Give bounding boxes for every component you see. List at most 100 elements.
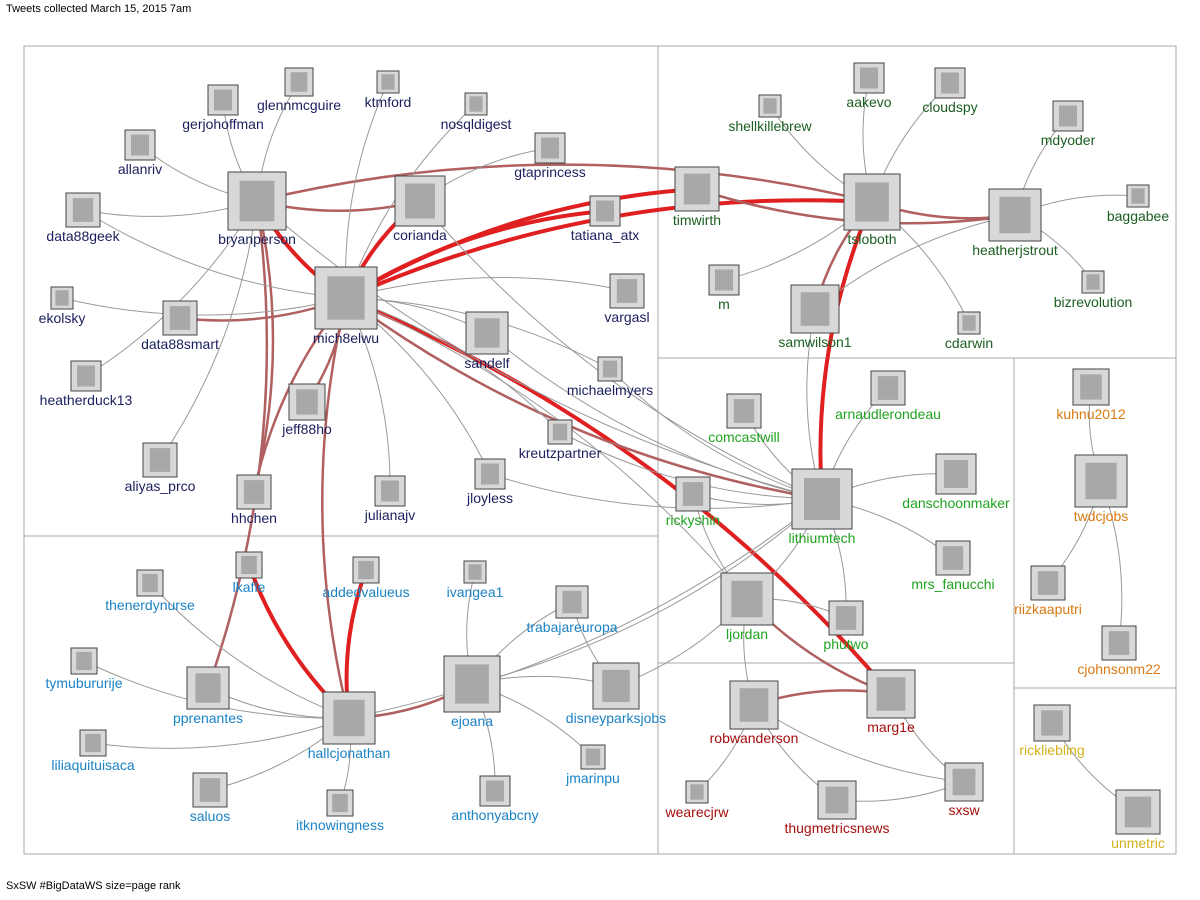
node-aakevo[interactable]: aakevo [846,62,892,110]
node-label: ejoana [451,713,493,729]
node-timwirth[interactable]: timwirth [673,166,721,228]
node-label: marg1e [867,719,915,735]
nodes: glennmcguire ktmford gerjohoffman nosqldige… [39,62,1170,851]
avatar-photo [616,279,638,303]
node-twdcjobs[interactable]: twdcjobs [1074,454,1128,524]
node-robwanderson[interactable]: robwanderson [710,680,799,746]
node-heatherduck13[interactable]: heatherduck13 [40,360,133,408]
node-label: cdarwin [945,335,993,351]
node-label: thugmetricsnews [784,820,889,836]
node-ivangea1[interactable]: ivangea1 [447,560,504,600]
node-label: jmarinpu [565,770,620,786]
avatar-photo [1080,374,1102,400]
node-ekolsky[interactable]: ekolsky [39,286,86,326]
node-nosqldigest[interactable]: nosqldigest [441,92,512,132]
node-label: nosqldigest [441,116,512,132]
node-cloudspy[interactable]: cloudspy [922,67,978,115]
node-hallcjonathan[interactable]: hallcjonathan [308,691,391,761]
node-ktmford[interactable]: ktmford [365,70,412,110]
avatar-photo [76,651,92,671]
node-bizrevolution[interactable]: bizrevolution [1054,270,1133,310]
node-thenerdynurse[interactable]: thenerdynurse [105,569,195,613]
avatar-photo [405,183,435,219]
node-data88geek[interactable]: data88geek [46,192,121,244]
node-wearecjrw[interactable]: wearecjrw [664,780,729,820]
node-marg1e[interactable]: marg1e [866,669,916,735]
node-mrs_fanucchi[interactable]: mrs_fanucchi [911,540,995,592]
node-danschoonmaker[interactable]: danschoonmaker [902,453,1010,511]
node-arnaudlerondeau[interactable]: arnaudlerondeau [835,370,941,422]
node-corianda[interactable]: corianda [393,175,447,243]
node-baggabee[interactable]: baggabee [1107,184,1170,224]
node-jloyless[interactable]: jloyless [466,458,513,506]
node-rickyshin[interactable]: rickyshin [666,476,720,528]
node-glennmcguire[interactable]: glennmcguire [257,67,341,113]
node-sxsw[interactable]: sxsw [944,762,984,818]
node-data88smart[interactable]: data88smart [141,300,219,352]
node-cjohnsonm22[interactable]: cjohnsonm22 [1077,625,1161,677]
edge [256,163,873,204]
node-label: gtaprincess [514,164,586,180]
avatar-photo [855,182,889,222]
avatar-photo [552,423,568,441]
avatar-photo [239,180,275,222]
node-cdarwin[interactable]: cdarwin [945,311,993,351]
node-m[interactable]: m [708,264,740,312]
avatar-photo [602,669,630,703]
node-lithiumtech[interactable]: lithiumtech [789,468,856,546]
node-riizkaaputri[interactable]: riizkaaputri [1014,565,1082,617]
node-ljordan[interactable]: ljordan [720,572,774,642]
node-jmarinpu[interactable]: jmarinpu [565,744,620,786]
node-label: timwirth [673,212,721,228]
node-anthonyabcny[interactable]: anthonyabcny [451,775,539,823]
node-shellkillebrew[interactable]: shellkillebrew [728,94,813,134]
node-addedvalueus[interactable]: addedvalueus [322,556,410,600]
node-comcastwill[interactable]: comcastwill [708,393,780,445]
node-label: wearecjrw [664,804,729,820]
edge [486,332,823,500]
node-hhchen[interactable]: hhchen [231,474,277,526]
node-pprenantes[interactable]: pprenantes [173,666,243,726]
node-rickliebling[interactable]: rickliebling [1019,704,1085,758]
avatar-photo [381,74,395,90]
node-label: liliaquituisaca [51,757,134,773]
node-unmetric[interactable]: unmetric [1111,789,1165,851]
node-gerjohoffman[interactable]: gerjohoffman [182,84,264,132]
node-vargasl[interactable]: vargasl [604,273,650,325]
node-tatiana_atx[interactable]: tatiana_atx [571,195,640,243]
avatar-photo [683,173,711,205]
node-julianajv[interactable]: julianajv [364,475,416,523]
node-phutwo[interactable]: phutwo [823,600,869,652]
node-lkafle[interactable]: lkafle [233,551,266,595]
node-mdyoder[interactable]: mdyoder [1041,100,1096,148]
node-tymubururije[interactable]: tymubururije [45,647,123,691]
node-jeff88ho[interactable]: jeff88ho [281,383,332,437]
node-itknowingness[interactable]: itknowingness [296,789,384,833]
node-sandelf[interactable]: sandelf [464,311,510,371]
node-samwilson1[interactable]: samwilson1 [778,284,852,350]
node-allanriv[interactable]: allanriv [118,129,162,177]
node-ejoana[interactable]: ejoana [443,655,501,729]
node-kuhnu2012[interactable]: kuhnu2012 [1056,368,1126,422]
node-michaelmyers[interactable]: michaelmyers [567,356,653,398]
node-saluos[interactable]: saluos [190,772,230,824]
node-mich8elwu[interactable]: mich8elwu [313,266,379,346]
node-label: mdyoder [1041,132,1096,148]
node-gtaprincess[interactable]: gtaprincess [514,132,586,180]
node-label: tsloboth [847,231,896,247]
edge [256,200,823,500]
node-thugmetricsnews[interactable]: thugmetricsnews [784,780,890,836]
node-trabajareuropa[interactable]: trabajareuropa [526,585,618,635]
node-label: aliyas_prco [125,478,196,494]
node-disneyparksjobs[interactable]: disneyparksjobs [566,662,666,726]
node-label: addedvalueus [322,584,409,600]
node-liliaquituisaca[interactable]: liliaquituisaca [51,729,135,773]
node-bryanperson[interactable]: bryanperson [218,171,296,247]
edge [489,473,823,509]
avatar-photo [541,137,559,159]
node-tsloboth[interactable]: tsloboth [843,173,901,247]
node-kreutzpartner[interactable]: kreutzpartner [519,419,602,461]
avatar-photo [800,292,830,326]
node-heatherjstrout[interactable]: heatherjstrout [972,188,1058,258]
node-aliyas_prco[interactable]: aliyas_prco [125,442,196,494]
